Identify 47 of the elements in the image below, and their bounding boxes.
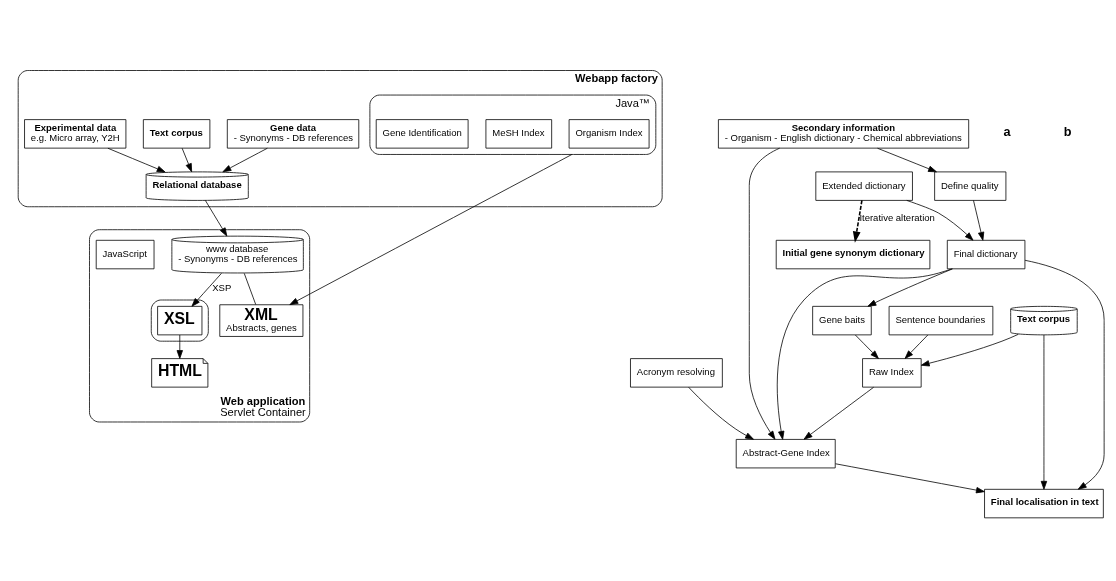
arrow — [776, 268, 953, 440]
node-box: Acronym resolving — [630, 357, 723, 388]
arrow — [852, 199, 863, 243]
label: b — [1063, 124, 1072, 139]
arrow — [906, 199, 974, 241]
node-box: Organism Index — [568, 118, 650, 149]
arrow — [854, 334, 879, 359]
node-box: Gene Identification — [375, 118, 469, 149]
node-box: Secondary information - Organism - English dictionary - Chemical abbreviations — [718, 118, 970, 149]
node-box: Final localisation in text — [984, 488, 1104, 518]
arrow — [289, 153, 573, 305]
arrow — [222, 147, 268, 172]
node-box: Gene data - Synonyms - DB references — [226, 118, 360, 149]
arrow — [904, 334, 929, 359]
node-box: Final dictionary — [946, 239, 1026, 269]
arrow — [205, 199, 228, 236]
node-box: Define quality — [934, 171, 1007, 201]
label: a — [1003, 124, 1011, 139]
arrow — [877, 147, 937, 172]
arrow — [867, 267, 954, 307]
arrow — [1040, 334, 1048, 490]
node-box: Sentence boundaries — [888, 305, 994, 335]
node-box: XML Abstracts, genes — [219, 303, 304, 337]
node-box: XSL — [157, 305, 203, 335]
arrow — [1024, 259, 1105, 490]
arrow — [191, 272, 222, 307]
node-box: Extended dictionary — [815, 171, 913, 201]
arrow — [835, 462, 985, 493]
node-box: MeSH Index — [485, 118, 553, 149]
node-box: Initial gene synonym dictionary — [775, 239, 931, 269]
arrow — [973, 199, 985, 241]
connector — [243, 272, 257, 305]
arrow — [920, 333, 1019, 366]
node-box: Raw Index — [862, 357, 922, 388]
node-box: Experimental data e.g. Micro array, Y2H — [24, 118, 127, 149]
edge-label: Iterative alteration — [859, 211, 935, 223]
edge-label: XSP — [212, 281, 232, 293]
arrow — [107, 147, 166, 172]
node-box: Text corpus — [142, 118, 211, 149]
node-box: JavaScript — [95, 239, 155, 269]
arrow — [181, 147, 193, 172]
arrow — [176, 334, 183, 359]
arrow — [748, 147, 781, 440]
arrow — [803, 386, 874, 440]
node-box: Abstract-Gene Index — [735, 438, 836, 468]
node-box: Gene baits — [812, 305, 872, 335]
arrow — [688, 386, 754, 440]
